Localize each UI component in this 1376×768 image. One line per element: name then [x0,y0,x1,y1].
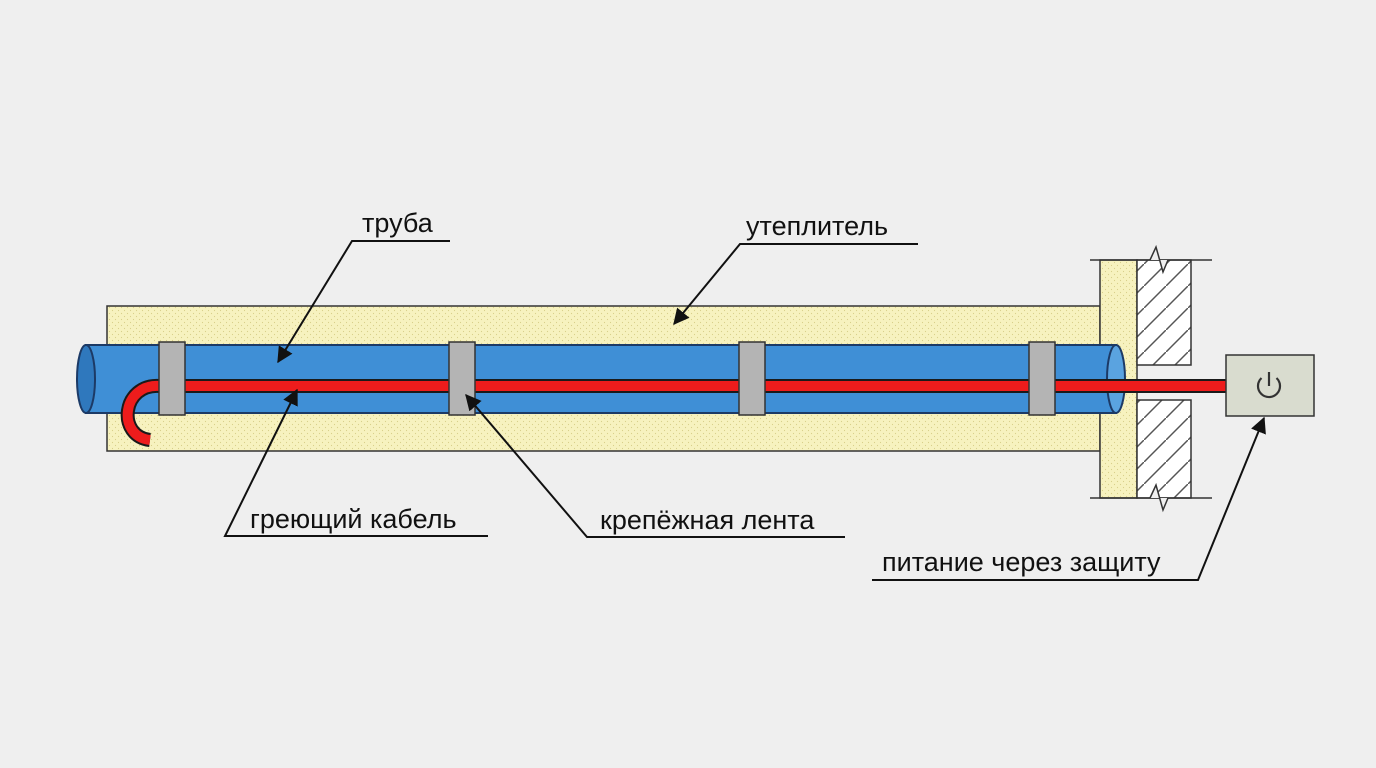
leader-insulation [673,243,918,326]
label-pipe: труба [362,208,433,238]
leader-heating-cable [223,388,488,537]
mounting-tape-1 [158,341,186,416]
leader-power-supply [872,416,1266,581]
mounting-tape-4 [1028,341,1056,416]
label-heating-cable: греющий кабель [250,504,457,534]
power-icon [1256,372,1282,399]
leader-pipe [277,240,450,364]
power-box [1225,354,1315,417]
leader-mounting-tape [465,393,845,538]
wall [1090,244,1212,513]
label-power-supply: питание через защиту [882,547,1161,577]
label-insulation: утеплитель [746,211,889,241]
mounting-tape-3 [738,341,766,416]
label-mounting-tape: крепёжная лента [600,505,815,535]
mounting-tape-2 [448,341,476,416]
